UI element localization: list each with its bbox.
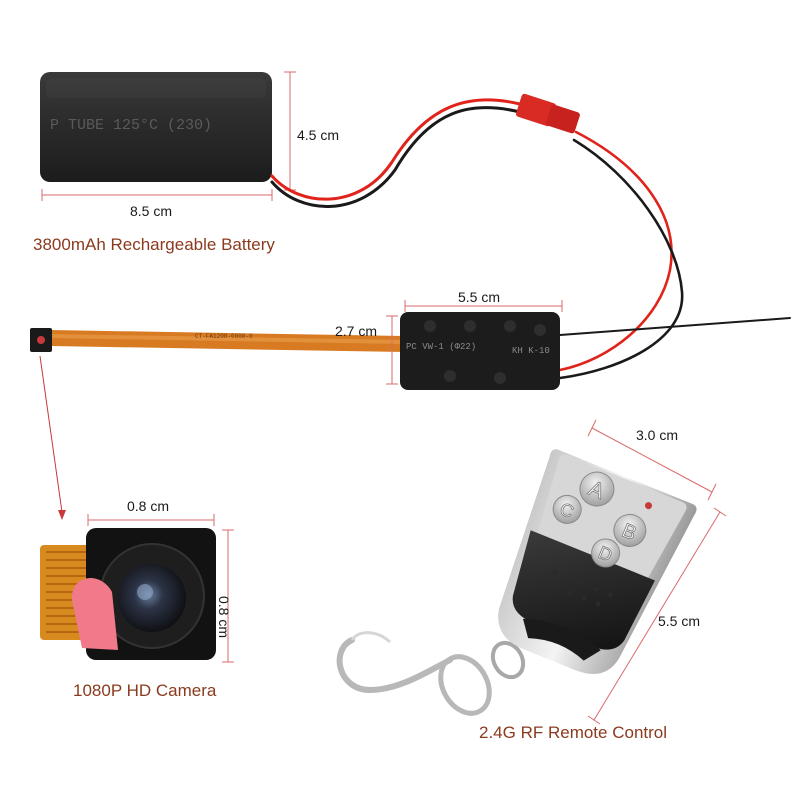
jst-connector-right [546,104,580,134]
remote-led [645,502,653,510]
camera-width-label: 0.8 cm [127,498,170,514]
remote-button-b[interactable] [609,510,651,552]
board-bump-1 [424,320,436,332]
board-print-left: PC VW-1 (Φ22) [406,342,477,352]
board-bump-4 [534,324,546,336]
remote-width-dim-tick-left [587,419,597,437]
antenna-wire [559,317,791,336]
remote-height-label: 5.5 cm [658,613,701,629]
battery-highlight [46,78,266,98]
mini-camera-lens [37,336,45,344]
board-bump-5 [444,370,456,382]
jst-connector [515,93,580,134]
camera-pointer-line [39,355,63,513]
remote-speaker-dots [552,569,613,607]
jst-connector-left [515,93,557,127]
control-board [400,312,560,390]
battery-height-label: 4.5 cm [297,127,340,143]
remote-button-a[interactable] [575,467,619,511]
keyring-clasp-highlight [350,631,392,644]
remote-control: A B C D [336,449,697,716]
battery-width-label: 8.5 cm [130,203,173,219]
remote-height-dim-tick-bottom [587,715,601,725]
board-print-right: KH K-10 [512,346,550,356]
keyring-loop [438,654,492,716]
board-bump-3 [504,320,516,332]
board-bump-6 [494,372,506,384]
remote-dimensions [587,419,727,725]
keyring-clasp [336,637,453,694]
camera-lens-glint [137,584,153,600]
board-dimensions [386,300,563,385]
board-red-wire [558,130,673,372]
board-wires [558,130,791,380]
remote-button-c[interactable] [549,491,585,527]
flex-cable-highlight [50,334,405,344]
battery-print-text: P TUBE 125°C (230) [50,117,213,134]
flex-cable [30,328,405,352]
remote-height-dim-tick-top [713,507,727,517]
remote-width-dim-line [591,427,713,493]
battery-wires [270,98,522,208]
battery-dimensions [41,71,296,201]
control-board-body [400,312,560,390]
camera-pink-tab [71,578,118,650]
battery-black-wire [270,106,522,208]
camera-lens [118,564,186,632]
camera-caption: 1080P HD Camera [73,681,217,700]
battery-caption: 3800mAh Rechargeable Battery [33,235,275,254]
remote-height-dim-line [593,511,721,721]
remote-width-label: 3.0 cm [636,427,679,443]
board-black-wire [558,138,684,380]
keyring-small-loop [490,640,526,680]
remote-width-dim-tick-right [707,483,717,501]
remote-button-d[interactable] [587,535,623,571]
camera-module [40,528,216,660]
battery [40,72,272,182]
camera-dimensions [87,514,234,663]
board-bump-2 [464,320,476,332]
battery-red-wire [270,98,522,201]
keyring [336,631,526,716]
board-width-label: 5.5 cm [458,289,501,305]
remote-body [512,530,655,650]
camera-height-label: 0.8 cm [216,596,232,639]
camera-pointer [39,355,66,520]
flex-cable-print: CT-FA1208-0000-0 [195,333,253,340]
remote-caption: 2.4G RF Remote Control [479,723,668,742]
battery-body [40,72,272,182]
board-height-label: 2.7 cm [335,323,378,339]
camera-pointer-arrowhead [58,510,66,520]
remote-grip-hole [522,618,601,661]
